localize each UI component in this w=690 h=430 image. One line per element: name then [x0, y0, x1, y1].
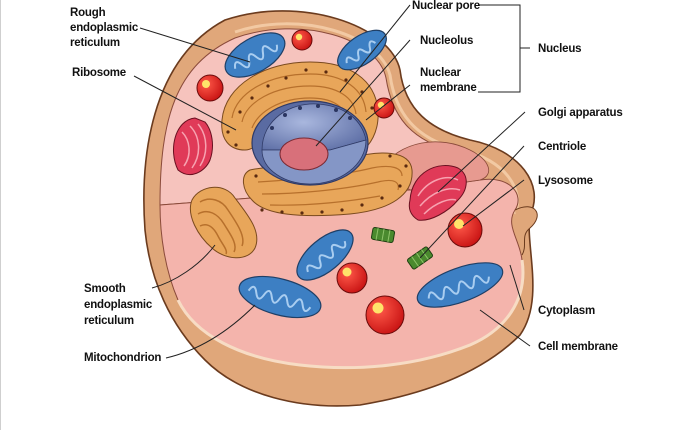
label-ribosome: Ribosome — [72, 67, 126, 79]
label-nucleolus: Nucleolus — [420, 35, 473, 47]
membrane-notch — [514, 206, 538, 256]
lysosome-4 — [336, 262, 368, 294]
mitochondrion-3 — [296, 229, 354, 281]
centriole-1 — [370, 226, 396, 244]
label-smooth-er: Smooth endoplasmic reticulum — [84, 283, 155, 327]
label-mitochondrion: Mitochondrion — [84, 352, 161, 364]
mitochondrion-1 — [224, 32, 286, 78]
label-nuclear-pore: Nuclear pore — [412, 0, 480, 12]
lysosome-2 — [196, 74, 224, 102]
label-cell-membrane: Cell membrane — [538, 341, 618, 353]
left-border — [0, 0, 1, 430]
mitochondrion-5 — [416, 262, 504, 308]
lysosomes — [196, 29, 483, 335]
golgi-apparatus-left — [173, 117, 213, 175]
smooth-endoplasmic-reticulum — [190, 186, 258, 259]
label-nuclear-membrane: Nuclear membrane — [420, 67, 477, 94]
labels: Rough endoplasmic reticulum Ribosome Smo… — [70, 0, 623, 364]
lysosome-6 — [447, 212, 483, 248]
cell-membrane-inner — [176, 259, 525, 370]
lysosome-5 — [365, 295, 405, 335]
leader-lines — [133, 4, 531, 359]
nucleolus-shape — [279, 137, 329, 171]
cell-membrane-rim — [234, 22, 520, 215]
label-golgi-apparatus: Golgi apparatus — [538, 107, 623, 119]
label-rough-er: Rough endoplasmic reticulum — [70, 7, 141, 49]
nuclear-pore-dots — [270, 104, 352, 130]
label-lysosome: Lysosome — [538, 175, 593, 187]
label-nucleus: Nucleus — [538, 43, 581, 55]
lysosome-3 — [373, 97, 395, 119]
label-centriole: Centriole — [538, 141, 586, 153]
mitochondria — [224, 29, 504, 319]
mitochondrion-4 — [238, 275, 322, 319]
nucleus — [251, 100, 369, 186]
label-cytoplasm: Cytoplasm — [538, 305, 595, 317]
ribosome-dots — [226, 68, 408, 215]
lysosome-1 — [291, 29, 313, 51]
mitochondrion-2 — [337, 29, 387, 71]
